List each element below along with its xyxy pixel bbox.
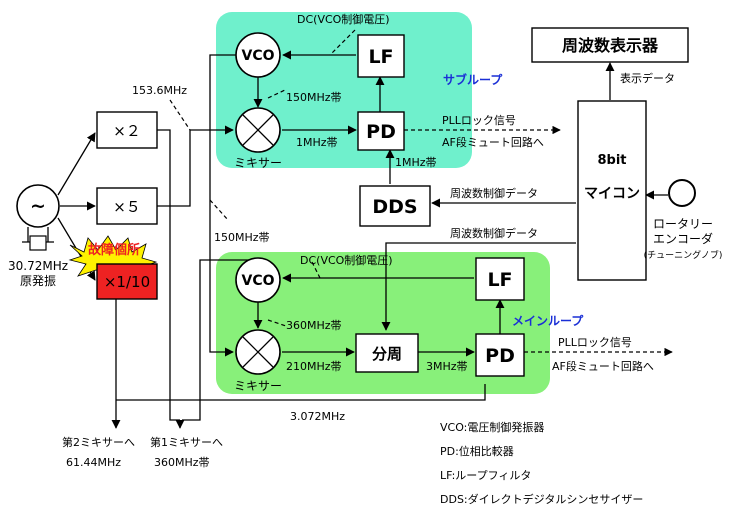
osc-freq: 30.72MHz <box>8 259 68 273</box>
leader-153 <box>169 99 191 131</box>
main-mixer-cross-icon <box>242 336 274 368</box>
main-vco-label: VCO <box>241 273 274 289</box>
crystal-body-icon <box>29 235 47 251</box>
out-mixer2: 第2ミキサーへ <box>62 435 135 449</box>
multiplier-x5-label: ×５ <box>113 198 141 216</box>
sub-vco <box>235 32 281 78</box>
legend-dds: DDS:ダイレクトデジタルシンセサイザー <box>440 492 643 506</box>
leader-150-main <box>209 199 229 221</box>
osc-name: 原発振 <box>20 274 56 288</box>
wire-x5-sub-mixer <box>157 125 234 207</box>
main-pd-label: PD <box>485 345 515 367</box>
freq-210: 210MHz帯 <box>286 360 342 373</box>
main-vco <box>235 257 281 303</box>
out-mixer1-freq: 360MHz帯 <box>154 456 210 469</box>
freq-ctrl-1: 周波数制御データ <box>450 186 538 200</box>
fault-badge: 故障個所 <box>88 242 140 258</box>
freq-1-dds: 1MHz帯 <box>395 156 437 169</box>
freq-360-main: 360MHz帯 <box>286 319 342 332</box>
multiplier-x2 <box>96 111 158 149</box>
freq-153: 153.6MHz <box>132 84 187 97</box>
leader-dc-sub <box>329 29 356 56</box>
leader-360 <box>267 319 287 327</box>
freq-display <box>531 27 689 63</box>
main-lf <box>475 257 525 301</box>
dds-block <box>359 185 431 227</box>
leader-dc-main <box>311 261 321 279</box>
out-mixer1: 第1ミキサーへ <box>150 435 223 449</box>
sub-lf <box>357 34 405 78</box>
freq-divider <box>355 333 419 373</box>
sub-loop-label: サブループ <box>443 72 503 87</box>
pll-lock-main: PLLロック信号 <box>558 336 632 349</box>
dds-label: DDS <box>372 196 417 218</box>
freq-ctrl-2: 周波数制御データ <box>450 226 538 240</box>
leader-150-sub <box>267 89 286 99</box>
main-mixer-label: ミキサー <box>234 379 282 393</box>
rotary-line1: ロータリー <box>653 217 713 231</box>
freq-150-sub: 150MHz帯 <box>286 91 342 104</box>
rotary-line2: エンコーダ <box>653 231 713 246</box>
oscillator <box>16 184 60 228</box>
freq-display-label: 周波数表示器 <box>562 36 659 55</box>
freq-1-sub: 1MHz帯 <box>296 136 338 149</box>
multiplier-x2-label: ×２ <box>113 122 141 140</box>
main-pd <box>475 333 525 377</box>
divider-1-10 <box>96 263 158 300</box>
divider-1-10-label: ×1/10 <box>104 273 150 291</box>
multiplier-x5 <box>96 187 158 225</box>
dc-ctrl-main: DC(VCO制御電圧) <box>300 253 393 267</box>
mcu-block <box>577 100 647 281</box>
legend-vco: VCO:電圧制御発振器 <box>440 420 544 434</box>
wire-3072 <box>116 384 486 401</box>
wire-osc-x2 <box>57 132 96 196</box>
wire-mcu-div <box>381 242 576 331</box>
wire-sub-vco-main-mixer <box>209 54 258 357</box>
rotary-line3: (チューニングノブ) <box>644 249 723 261</box>
dc-ctrl-sub: DC(VCO制御電圧) <box>297 12 390 26</box>
af-mute-main: AF段ミュート回路へ <box>552 359 654 373</box>
sub-mixer-cross-icon <box>242 114 274 146</box>
oscillator-symbol: ~ <box>30 195 46 217</box>
freq-150-main: 150MHz帯 <box>214 231 270 244</box>
out-mixer2-freq: 61.44MHz <box>66 456 121 469</box>
display-data: 表示データ <box>620 71 675 85</box>
legend: VCO:電圧制御発振器 PD:位相比較器 LF:ループフィルタ DDS:ダイレク… <box>440 420 643 506</box>
freq-divider-label: 分周 <box>372 345 402 363</box>
legend-lf: LF:ループフィルタ <box>440 469 531 482</box>
wire-x2-out <box>157 129 180 421</box>
af-mute-sub: AF段ミュート回路へ <box>442 135 544 149</box>
pll-lock-sub: PLLロック信号 <box>442 114 516 127</box>
main-lf-label: LF <box>487 269 512 291</box>
sub-mixer-label: ミキサー <box>234 156 282 170</box>
rotary-encoder-icon <box>668 179 696 207</box>
legend-pd: PD:位相比較器 <box>440 444 514 458</box>
main-loop-label: メインループ <box>512 313 584 328</box>
sub-lf-label: LF <box>368 46 393 68</box>
mcu-line2: マイコン <box>584 186 640 202</box>
sub-vco-label: VCO <box>241 48 274 64</box>
sub-pd <box>357 111 405 151</box>
freq-3072: 3.072MHz <box>290 410 345 423</box>
freq-3: 3MHz帯 <box>426 360 468 373</box>
mcu-line1: 8bit <box>597 153 626 168</box>
sub-pd-label: PD <box>366 121 396 143</box>
